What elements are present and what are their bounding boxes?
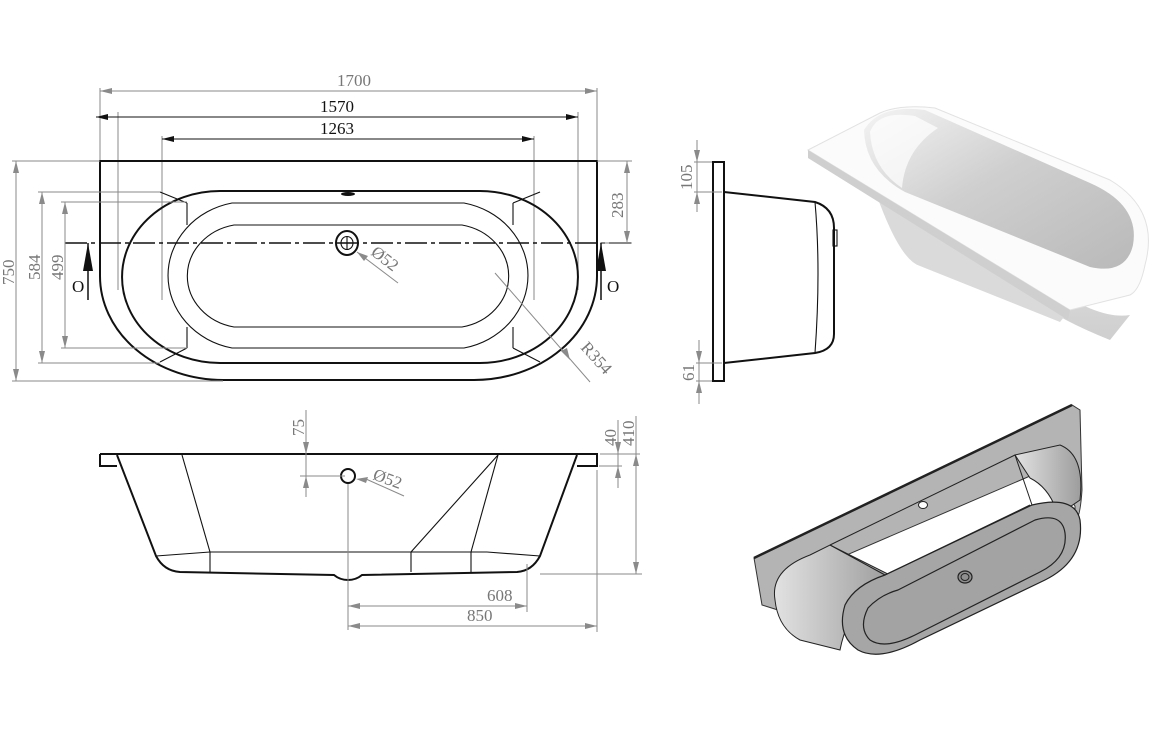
dim-label-750: 750 bbox=[0, 260, 18, 286]
side-rim bbox=[712, 161, 725, 382]
bath-outline bbox=[99, 160, 598, 381]
dim-label-283: 283 bbox=[608, 193, 627, 219]
dim-rim-thickness: 40 bbox=[599, 420, 640, 488]
dim-overall-length: 1700 bbox=[99, 71, 598, 162]
dim-label-61: 61 bbox=[679, 364, 698, 381]
dim-label-75: 75 bbox=[289, 419, 308, 436]
dim-overall-height: 410 bbox=[540, 416, 642, 575]
svg-text:O: O bbox=[72, 277, 84, 296]
overflow-hole bbox=[341, 192, 355, 196]
dim-back-lip: 105 bbox=[677, 140, 722, 212]
dim-label-overflow-diameter: Ø52 bbox=[371, 465, 405, 493]
bowl-floor bbox=[186, 224, 510, 328]
front-view: Ø52 75 40 410 bbox=[99, 410, 642, 632]
dim-inner-bowl-width: 499 bbox=[48, 201, 187, 349]
dim-label-499: 499 bbox=[48, 255, 67, 281]
dim-waste-to-base-edge: 608 bbox=[348, 564, 528, 612]
dim-label-drain-diameter: Ø52 bbox=[368, 242, 403, 275]
3d-render-underside bbox=[753, 403, 1083, 655]
top-view: 1700 1570 1263 bbox=[0, 71, 632, 383]
dim-waste-offset: 283 bbox=[597, 160, 632, 244]
dim-label-584: 584 bbox=[25, 254, 44, 280]
dim-label-1263: 1263 bbox=[320, 119, 354, 138]
dim-label-1570: 1570 bbox=[320, 97, 354, 116]
dim-label-1700: 1700 bbox=[337, 71, 371, 90]
side-view: 105 61 bbox=[677, 140, 838, 404]
bath-body bbox=[116, 454, 578, 582]
drain-icon bbox=[335, 230, 359, 256]
rim bbox=[99, 453, 598, 467]
underside-waste-fitting bbox=[957, 570, 973, 584]
dim-inner-bowl-length: 1263 bbox=[161, 119, 535, 300]
section-marker-right: O bbox=[596, 243, 619, 300]
section-marker-left: O bbox=[72, 243, 93, 300]
dim-overflow-from-rim: 75 bbox=[289, 410, 345, 497]
dim-overall-width: 750 bbox=[0, 160, 223, 382]
dim-label-410: 410 bbox=[619, 421, 638, 447]
dim-label-105: 105 bbox=[677, 165, 696, 191]
dim-label-40: 40 bbox=[601, 429, 620, 446]
side-body bbox=[723, 191, 835, 364]
outer-bowl bbox=[121, 190, 579, 364]
dim-waste-to-end: 850 bbox=[348, 470, 598, 632]
dim-label-850: 850 bbox=[467, 606, 493, 625]
3d-render-top bbox=[806, 106, 1149, 340]
svg-text:O: O bbox=[607, 277, 619, 296]
dim-label-608: 608 bbox=[487, 586, 513, 605]
dim-label-end-radius: R354 bbox=[577, 338, 616, 378]
underside-overflow-hole bbox=[918, 501, 928, 509]
dim-outer-bowl-width: 584 bbox=[25, 191, 160, 364]
dim-front-lip: 61 bbox=[679, 340, 722, 404]
dim-outer-bowl-length: 1570 bbox=[96, 97, 579, 290]
